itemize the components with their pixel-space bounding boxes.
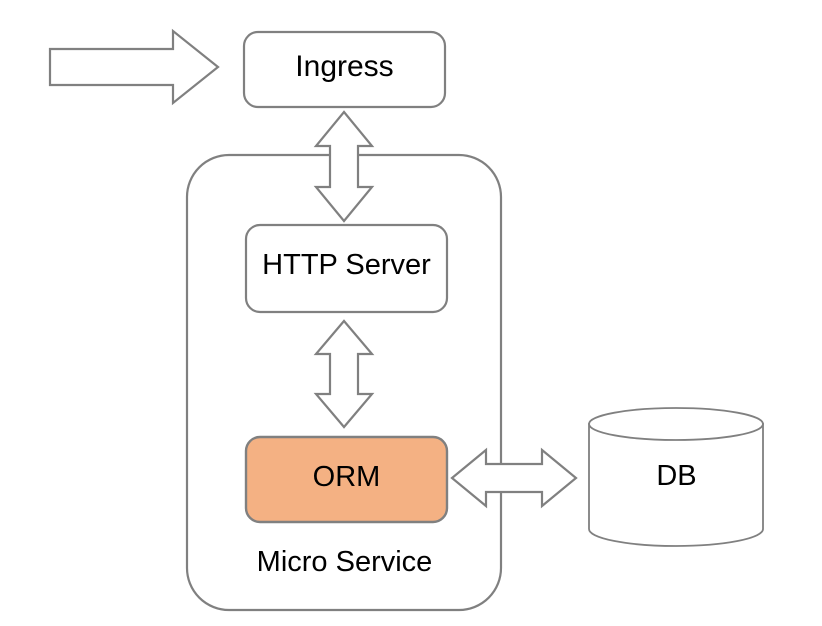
- http-server-node[interactable]: [244, 223, 449, 314]
- db-cylinder-body: [588, 423, 764, 547]
- ingress-node[interactable]: [242, 30, 447, 109]
- ingress-http-server-arrow: [313, 110, 375, 223]
- db-cylinder-top: [588, 407, 764, 441]
- db-node[interactable]: [588, 407, 764, 547]
- external-traffic-arrow: [48, 28, 220, 106]
- orm-node[interactable]: [244, 435, 449, 524]
- http-server-orm-arrow: [313, 319, 375, 429]
- orm-db-arrow: [450, 447, 578, 509]
